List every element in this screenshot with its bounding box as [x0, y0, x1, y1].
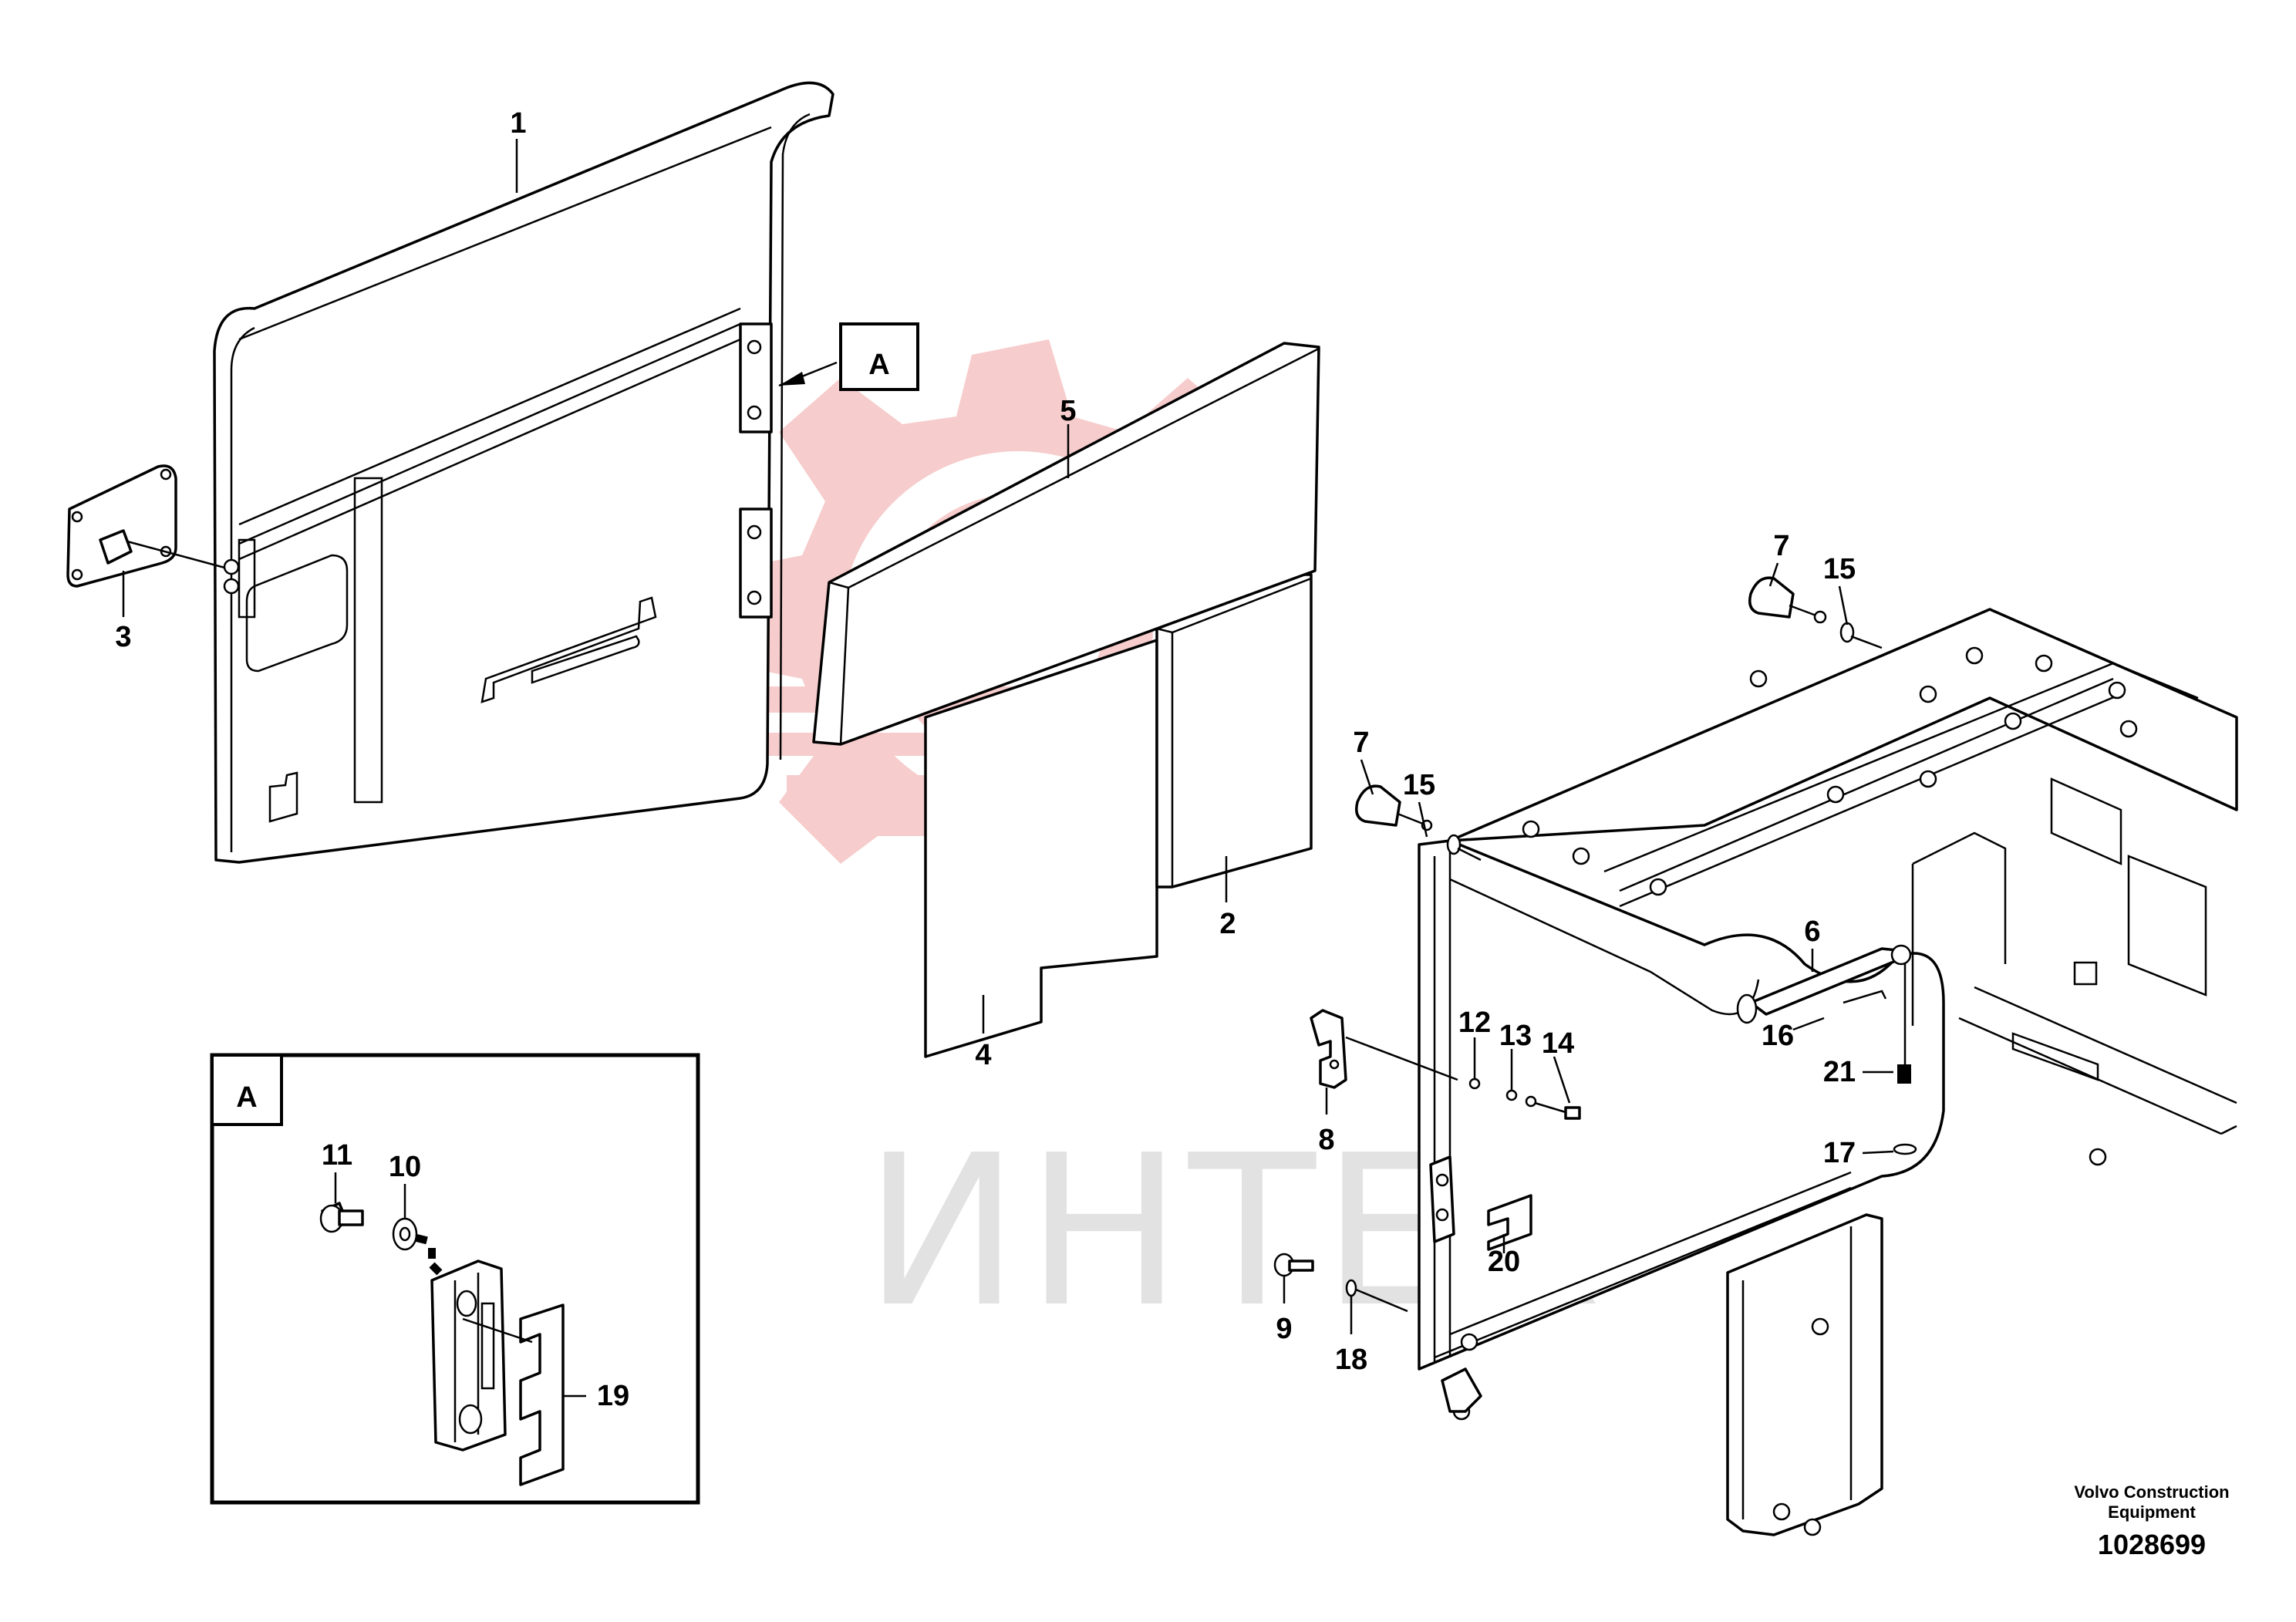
callout-15-upper: 15	[1823, 553, 1856, 585]
callout-5: 5	[1060, 395, 1076, 427]
detail-a-label: A	[236, 1081, 257, 1114]
washer-part-15-lower	[1446, 834, 1482, 862]
bumper-part-7-upper	[1748, 576, 1827, 624]
view-a-marker-box	[839, 322, 919, 391]
latch-bracket-part-3	[66, 464, 240, 595]
callout-21: 21	[1823, 1056, 1856, 1088]
callout-19: 19	[597, 1380, 629, 1412]
washer-part-15-upper	[1839, 622, 1883, 649]
callout-9: 9	[1276, 1313, 1292, 1345]
callout-2: 2	[1219, 908, 1236, 940]
callout-16: 16	[1762, 1020, 1794, 1052]
callout-7-lower: 7	[1353, 727, 1369, 759]
footer-company-line1: Volvo Construction	[2074, 1482, 2229, 1502]
insulation-mat-part-5	[812, 342, 1320, 746]
callout-15-lower: 15	[1403, 769, 1435, 801]
clip-part-8	[1310, 1009, 1458, 1089]
callout-10: 10	[389, 1151, 421, 1183]
stay-rod-part-6	[1736, 944, 1912, 1068]
callout-3: 3	[115, 621, 131, 653]
callout-leaders	[122, 139, 1894, 1334]
callout-7-upper: 7	[1773, 530, 1789, 562]
view-a-marker-label: A	[868, 349, 889, 381]
footer-drawing-number: 1028699	[2098, 1529, 2206, 1560]
callout-11: 11	[322, 1139, 352, 1172]
callout-17: 17	[1823, 1137, 1856, 1169]
spring-part-21	[1897, 1064, 1911, 1084]
frame-structure	[1418, 608, 2238, 1536]
footer-company-line2: Equipment	[2108, 1502, 2196, 1522]
washer-part-18	[1345, 1279, 1408, 1313]
view-a-arrowhead	[779, 372, 805, 386]
callout-18: 18	[1335, 1344, 1367, 1376]
shim-part-20	[1429, 1155, 1532, 1251]
detail-view-a: A	[210, 1053, 700, 1505]
washer-part-17	[1893, 1143, 1917, 1155]
fasteners-12-13-14	[1468, 1077, 1581, 1120]
callout-8: 8	[1318, 1124, 1334, 1156]
bumper-part-7-lower	[1355, 784, 1433, 831]
callout-14: 14	[1542, 1027, 1574, 1060]
bolt-part-9	[1273, 1253, 1314, 1277]
callout-4: 4	[975, 1039, 991, 1071]
callout-20: 20	[1488, 1246, 1520, 1278]
callout-13: 13	[1499, 1020, 1532, 1052]
callout-12: 12	[1458, 1007, 1491, 1039]
callout-6: 6	[1804, 916, 1820, 948]
callout-1: 1	[510, 107, 526, 140]
door-panel-part-1	[213, 81, 834, 864]
